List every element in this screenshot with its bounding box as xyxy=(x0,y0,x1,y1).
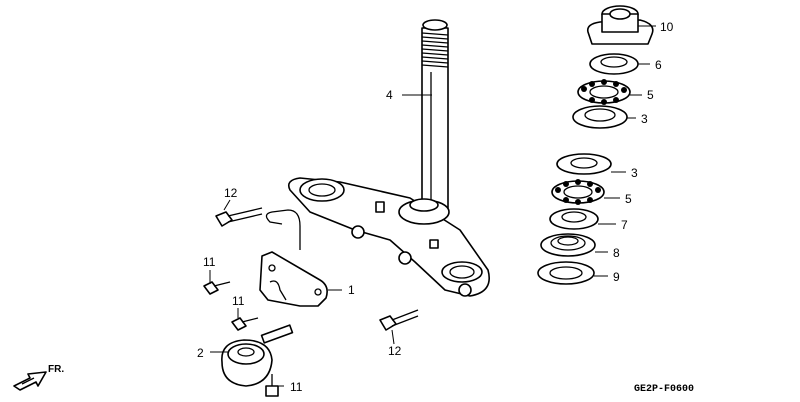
horn-bracket xyxy=(259,209,328,307)
diagram-code: GE2P-F0600 xyxy=(634,384,694,395)
callout-5-upper: 5 xyxy=(647,88,654,102)
callout-1: 1 xyxy=(348,283,355,297)
leader-lines xyxy=(209,25,656,387)
callout-9: 9 xyxy=(613,270,620,284)
screw-11-lower xyxy=(265,374,279,397)
upper-steel-ball-bearing xyxy=(577,79,631,105)
bolt-12-left xyxy=(215,207,263,227)
steering-stem-shaft xyxy=(421,19,449,209)
callout-11-lower: 11 xyxy=(290,380,303,394)
front-direction-label: FR. xyxy=(48,364,64,375)
callout-3-lower: 3 xyxy=(631,166,638,180)
bottom-bridge xyxy=(287,177,490,297)
callout-5-lower: 5 xyxy=(625,192,632,206)
front-direction-arrow: FR. xyxy=(13,364,64,391)
upper-ball-race xyxy=(572,105,628,129)
callout-11-middle: 11 xyxy=(232,294,245,308)
horn xyxy=(221,324,294,387)
top-cone-race xyxy=(589,53,639,75)
callout-3-upper: 3 xyxy=(641,112,648,126)
callout-12-bottom: 12 xyxy=(388,344,402,358)
callout-8: 8 xyxy=(613,246,620,260)
top-cone-race-nut xyxy=(586,5,654,45)
callout-labels: 1 2 3 3 4 5 5 6 7 8 9 10 11 11 11 12 12 xyxy=(197,20,674,394)
callout-11-upper: 11 xyxy=(203,255,216,269)
dust-seal xyxy=(540,233,596,257)
screw-11-middle xyxy=(231,317,259,331)
callout-12-left: 12 xyxy=(224,186,238,200)
callout-2: 2 xyxy=(197,346,204,360)
dust-seal-washer xyxy=(537,261,595,285)
callout-6: 6 xyxy=(655,58,662,72)
lower-ball-race xyxy=(556,153,612,175)
callout-10: 10 xyxy=(660,20,674,34)
callout-4: 4 xyxy=(386,88,393,102)
callout-7: 7 xyxy=(621,218,628,232)
bottom-cone-race xyxy=(549,208,599,230)
bolt-12-bottom xyxy=(379,309,419,331)
screw-11-upper xyxy=(203,281,231,295)
lower-steel-ball-bearing xyxy=(551,179,605,205)
